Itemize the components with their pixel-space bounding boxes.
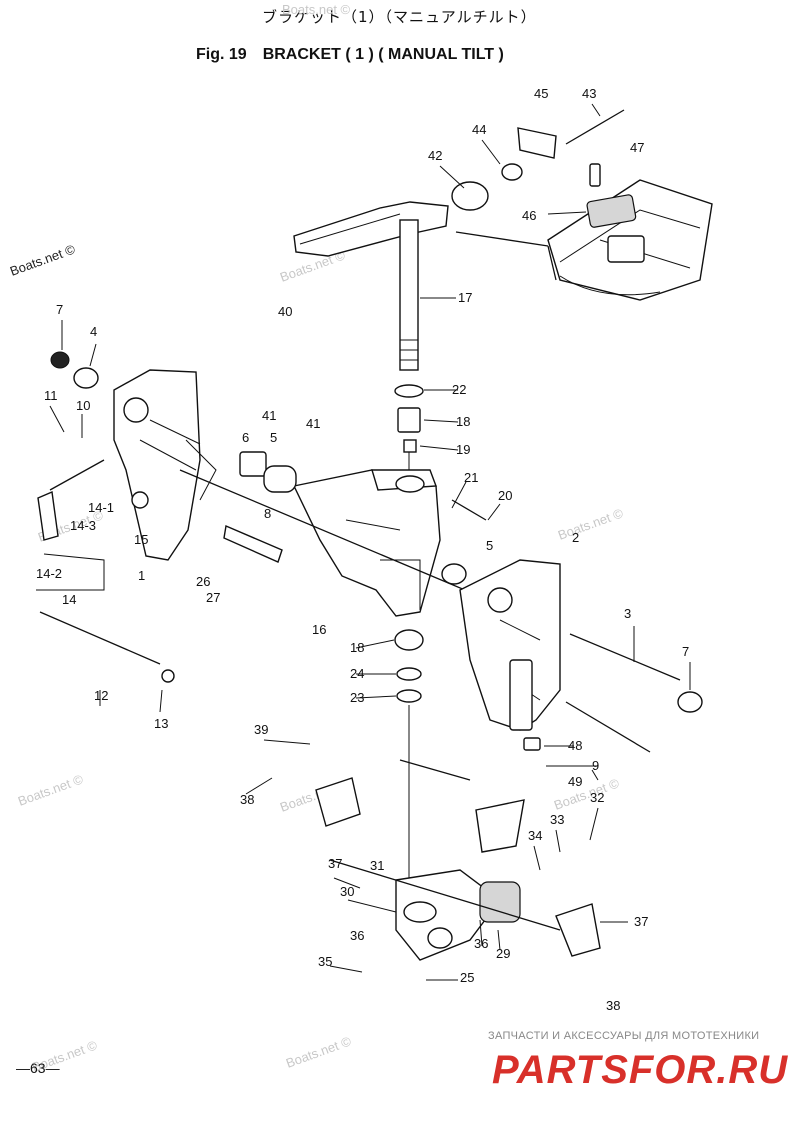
watermark: Boats.net ©	[552, 775, 622, 813]
callout: 10	[76, 398, 90, 413]
callout: 41	[306, 416, 320, 431]
callout: 4	[90, 324, 97, 339]
callout: 8	[264, 506, 271, 521]
figure-title: BRACKET ( 1 ) ( MANUAL TILT )	[262, 46, 504, 63]
callout: 38	[240, 792, 254, 807]
callout: 37	[328, 856, 342, 871]
partsfor-logo[interactable]: PARTSFOR.RU	[492, 1048, 789, 1092]
callout: 14-1	[88, 500, 114, 515]
callout: 45	[534, 86, 548, 101]
engine-mount-assembly	[455, 179, 713, 301]
callout: 41	[262, 408, 276, 423]
callout: 43	[582, 86, 596, 101]
callout: 42	[428, 148, 442, 163]
callout: 29	[496, 946, 510, 961]
callout: 3	[624, 606, 631, 621]
callout: 14	[62, 592, 76, 607]
watermarks: Boats.net © Boats.net © Boats.net © Boat…	[8, 2, 626, 1075]
stern-bracket-right	[459, 559, 703, 753]
callout: 34	[528, 828, 542, 843]
callout: 15	[134, 532, 148, 547]
callout: 48	[568, 738, 582, 753]
callout: 26	[196, 574, 210, 589]
title-japanese: ブラケット（1）（マニュアルチルト）	[262, 8, 537, 26]
callout: 32	[590, 790, 604, 805]
callout-labels: 45 43 44 47 42 46 17 40 7 4 11 10 41 41 …	[36, 86, 689, 1013]
lower-mount	[315, 759, 601, 961]
callout: 44	[472, 122, 486, 137]
swivel-bracket	[179, 451, 561, 631]
callout: 5	[270, 430, 277, 445]
watermark: Boats.net ©	[8, 241, 78, 279]
watermark: Boats.net ©	[284, 1033, 354, 1071]
footer-subtitle: ЗАПЧАСТИ И АКСЕССУАРЫ ДЛЯ МОТОТЕХНИКИ	[488, 1030, 760, 1042]
callout: 46	[522, 208, 536, 223]
callout: 31	[370, 858, 384, 873]
callout: 38	[606, 998, 620, 1013]
callout: 25	[460, 970, 474, 985]
callout: 7	[56, 302, 63, 317]
callout: 13	[154, 716, 168, 731]
callout: 12	[94, 688, 108, 703]
callout: 36	[474, 936, 488, 951]
callout: 2	[572, 530, 579, 545]
callout: 40	[278, 304, 292, 319]
callout: 6	[242, 430, 249, 445]
callout: 20	[498, 488, 512, 503]
callout: 37	[634, 914, 648, 929]
callout: 14-2	[36, 566, 62, 581]
page-number: —63—	[16, 1060, 60, 1076]
callout: 16	[312, 622, 326, 637]
leader-lines	[36, 103, 691, 981]
callout: 33	[550, 812, 564, 827]
watermark: Boats.net ©	[556, 505, 626, 543]
callout: 30	[340, 884, 354, 899]
callout: 14-3	[70, 518, 96, 533]
callout: 1	[138, 568, 145, 583]
callout: 18	[456, 414, 470, 429]
callout: 47	[630, 140, 644, 155]
steering-shaft	[394, 219, 424, 470]
stern-bracket-left	[37, 351, 217, 561]
callout: 21	[464, 470, 478, 485]
tilt-rod	[39, 611, 424, 900]
callout: 17	[458, 290, 472, 305]
figure-number: Fig. 19	[196, 46, 247, 63]
callout: 49	[568, 774, 582, 789]
callout: 5	[486, 538, 493, 553]
watermark: Boats.net ©	[282, 2, 351, 17]
callout: 7	[682, 644, 689, 659]
callout: 19	[456, 442, 470, 457]
callout: 36	[350, 928, 364, 943]
steering-arm	[293, 109, 625, 257]
callout: 35	[318, 954, 332, 969]
callout: 39	[254, 722, 268, 737]
title-english: Fig. 19 BRACKET ( 1 ) ( MANUAL TILT )	[196, 46, 520, 64]
callout: 22	[452, 382, 466, 397]
watermark: Boats.net ©	[16, 771, 86, 809]
callout: 27	[206, 590, 220, 605]
callout: 11	[44, 388, 58, 403]
